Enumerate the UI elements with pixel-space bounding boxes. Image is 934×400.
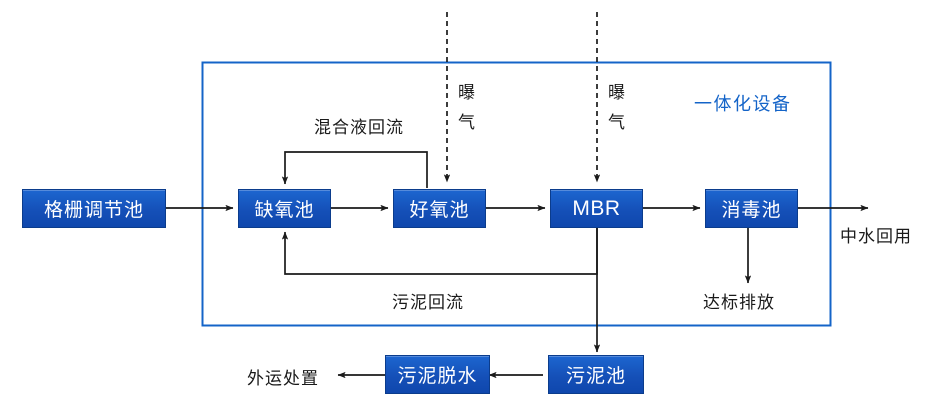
connector-mixed-liquor-return — [281, 151, 428, 188]
node-label: 格栅调节池 — [43, 199, 144, 221]
label-reclaimed-water-reuse: 中水回用 — [840, 227, 912, 247]
label-offsite-disposal: 外运处置 — [247, 369, 319, 389]
label-compliant-discharge: 达标排放 — [703, 293, 775, 313]
node-sludge-dewatering[interactable]: 污泥脱水 — [385, 355, 490, 394]
node-aerobic-tank[interactable]: 好氧池 — [393, 189, 486, 228]
node-label: 消毒池 — [721, 199, 782, 221]
label-aeration-aerobic: 曝气 — [458, 83, 476, 133]
node-label: 污泥池 — [565, 365, 626, 387]
label-integrated-equipment: 一体化设备 — [694, 94, 792, 115]
label-aeration-mbr: 曝气 — [608, 83, 626, 133]
node-grit-regulating-tank[interactable]: 格栅调节池 — [22, 189, 166, 228]
connector-sludge-return — [281, 228, 598, 275]
node-anoxic-tank[interactable]: 缺氧池 — [238, 189, 331, 228]
node-sludge-tank[interactable]: 污泥池 — [548, 355, 644, 394]
node-mbr[interactable]: MBR — [550, 189, 643, 228]
node-label: MBR — [572, 196, 621, 220]
label-mixed-liquor-return: 混合液回流 — [314, 118, 404, 138]
node-label: 污泥脱水 — [397, 365, 478, 387]
label-sludge-return: 污泥回流 — [392, 293, 464, 313]
node-label: 缺氧池 — [254, 199, 315, 221]
node-disinfection-tank[interactable]: 消毒池 — [705, 189, 798, 228]
node-label: 好氧池 — [409, 199, 470, 221]
